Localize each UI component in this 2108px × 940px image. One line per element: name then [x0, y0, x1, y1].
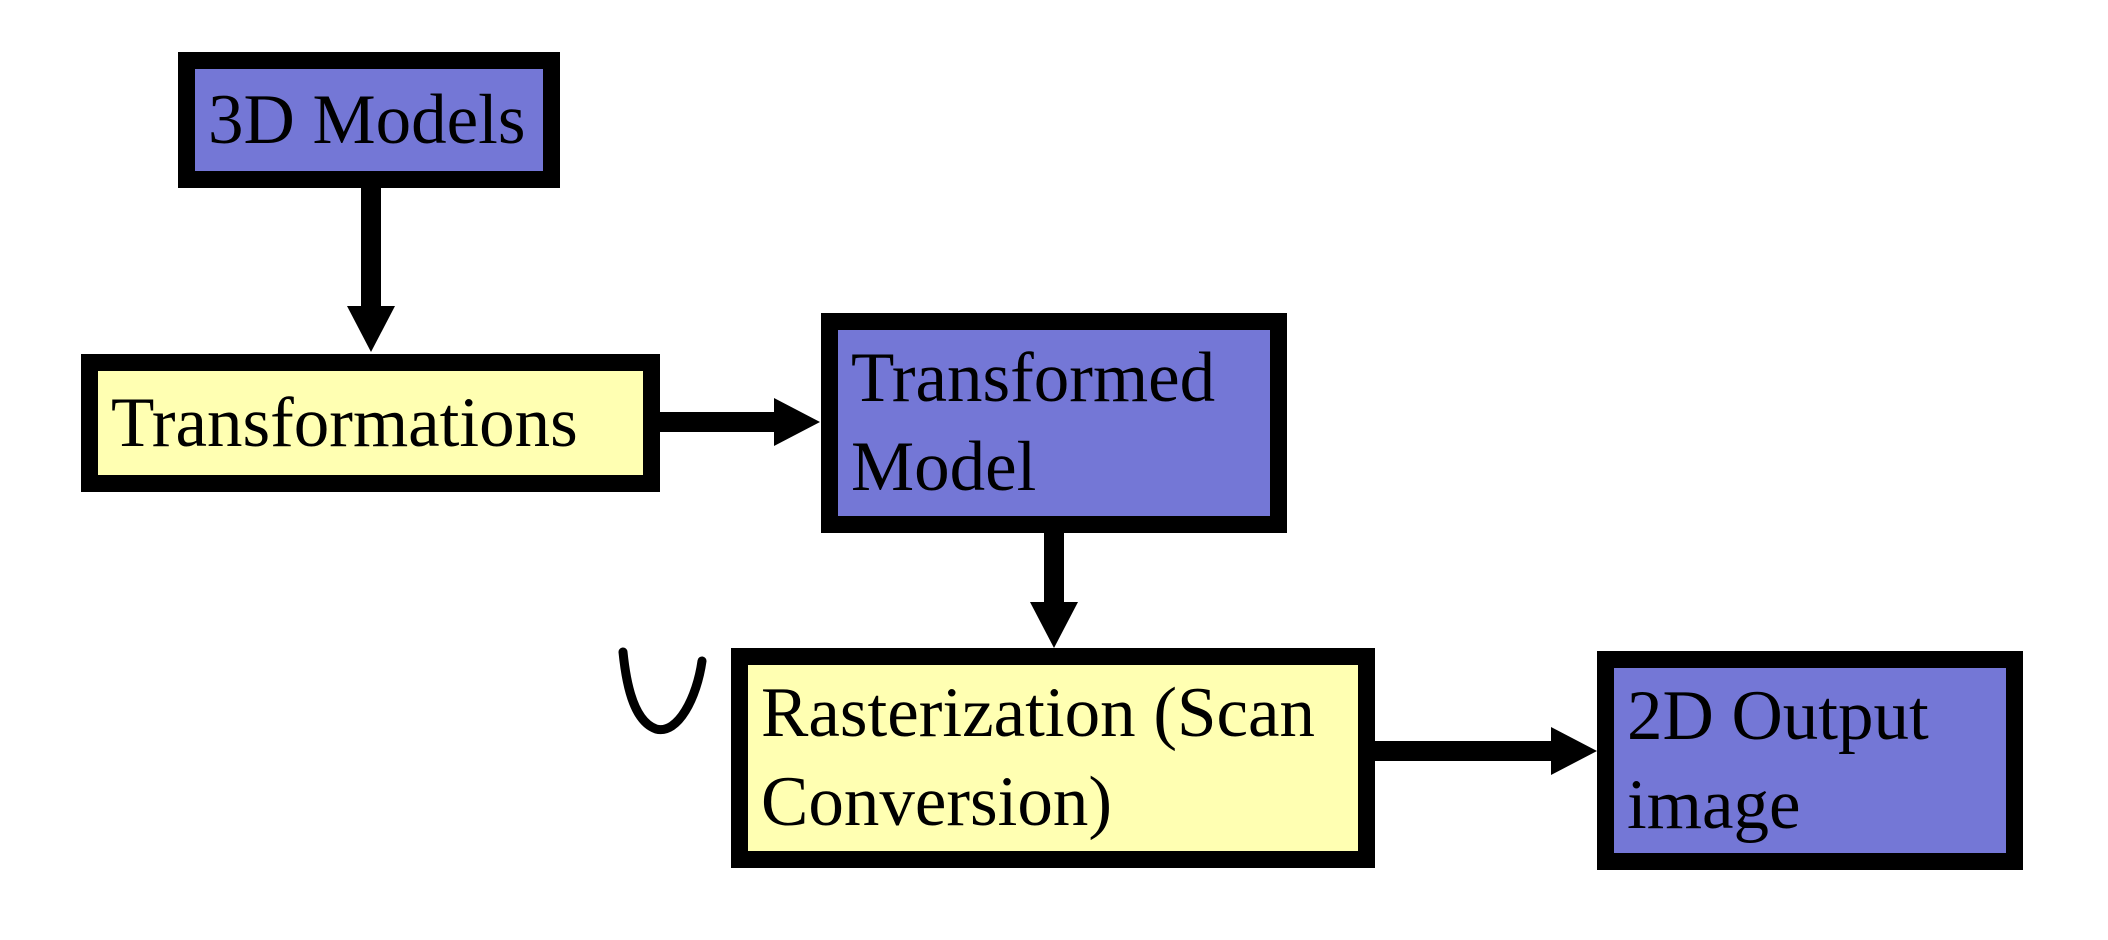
node-transformed-model-label: Transformed Model [851, 339, 1216, 506]
check-mark-icon [618, 647, 707, 735]
arrow-transformations-to-transformed-model [660, 398, 820, 446]
node-3d-models: 3D Models [178, 52, 560, 188]
node-2d-output-image: 2D Output image [1597, 651, 2023, 870]
node-transformations-label: Transformations [111, 383, 578, 462]
arrow-transformed-model-to-rasterization [1030, 530, 1078, 648]
node-3d-models-label: 3D Models [208, 80, 526, 159]
node-transformed-model: Transformed Model [821, 313, 1287, 533]
node-2d-output-image-label: 2D Output image [1627, 676, 1929, 844]
node-rasterization-label: Rasterization (Scan Conversion) [761, 674, 1315, 841]
node-rasterization: Rasterization (Scan Conversion) [731, 648, 1375, 868]
arrow-rasterization-to-2d-output-image [1375, 727, 1597, 775]
arrow-3d-models-to-transformations [347, 188, 395, 352]
node-transformations: Transformations [81, 354, 660, 492]
